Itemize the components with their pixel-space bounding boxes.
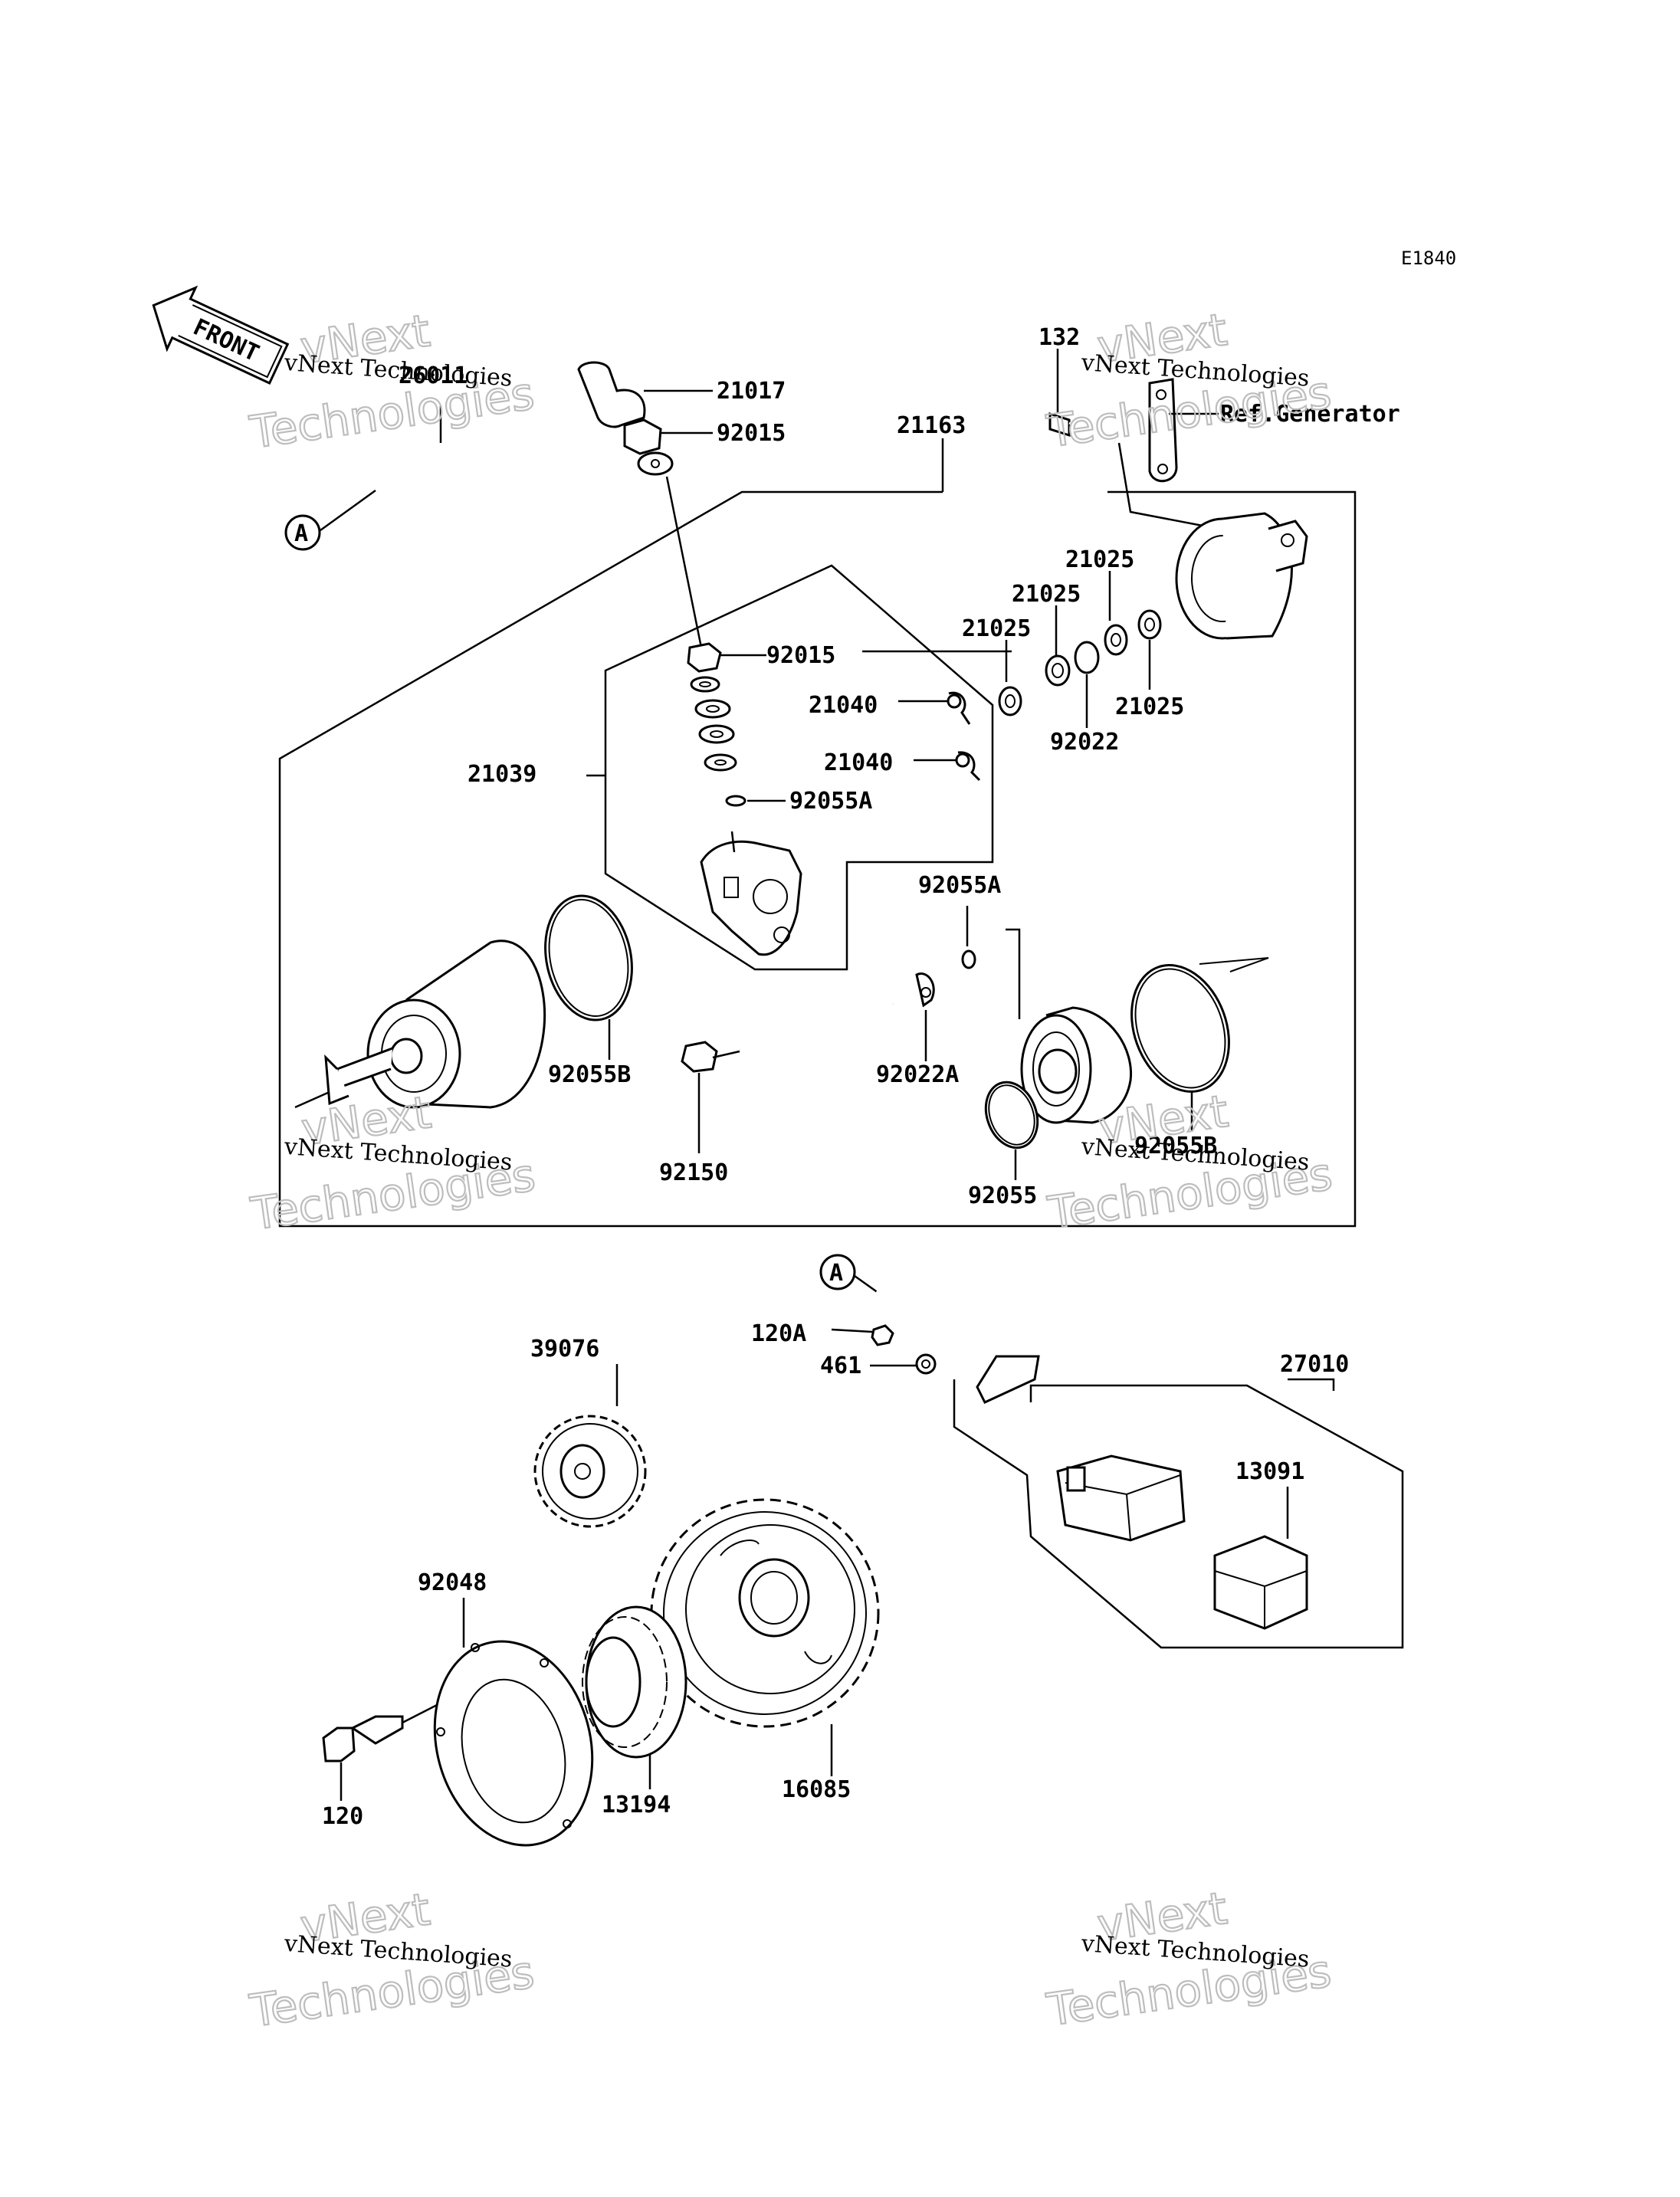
label-132: 132 — [1039, 324, 1080, 351]
oring-92055A-a — [725, 795, 786, 807]
starter-cable-26011 — [320, 406, 674, 532]
label-21025-b: 21025 — [962, 615, 1031, 642]
flange-92048 — [433, 1598, 594, 1847]
idle-gear-39076 — [533, 1364, 647, 1528]
label-92055B-a: 92055B — [548, 1061, 631, 1088]
label-16085: 16085 — [782, 1776, 851, 1803]
label-92055: 92055 — [968, 1182, 1037, 1209]
svg-text:A: A — [829, 1260, 843, 1287]
washer-21025-c — [1104, 571, 1128, 656]
washer-21025-b — [1045, 605, 1071, 687]
svg-text:A: A — [294, 520, 308, 547]
oring-92055A-b — [961, 906, 976, 969]
label-92055A-b: 92055A — [918, 872, 1001, 899]
diagram-code: E1840 — [1401, 248, 1456, 269]
generator-bracket — [1148, 378, 1219, 483]
through-bolt-92150 — [681, 1002, 894, 1153]
starter-motor-yoke — [294, 939, 546, 1109]
washer-92022 — [1074, 641, 1100, 728]
rear-end-cover — [1175, 512, 1308, 640]
label-21040-b: 21040 — [824, 749, 893, 776]
oring-92055 — [984, 1080, 1039, 1180]
front-arrow-icon: FRONT — [152, 285, 290, 385]
bolt-132 — [1048, 349, 1116, 442]
nut-92015-top — [623, 418, 713, 455]
label-13194: 13194 — [602, 1792, 671, 1818]
terminal-cap-21017 — [577, 361, 713, 428]
label-21163: 21163 — [897, 412, 966, 439]
label-21040-a: 21040 — [809, 692, 878, 719]
connector-a-bottom: A — [819, 1254, 856, 1290]
oring-92055B-b — [1130, 957, 1269, 1130]
connector-a-top: A — [284, 514, 321, 551]
washer-92022A — [915, 972, 935, 1061]
label-ref-generator: Ref.Generator — [1220, 401, 1400, 428]
label-13091: 13091 — [1235, 1458, 1304, 1485]
brush-holder-plate — [700, 831, 802, 956]
label-21017: 21017 — [717, 378, 786, 405]
label-21039: 21039 — [468, 761, 536, 788]
label-92022: 92022 — [1050, 729, 1119, 756]
washer-stack — [690, 676, 737, 772]
washer-21025-d — [1137, 609, 1162, 690]
label-92150: 92150 — [659, 1159, 728, 1186]
label-21025-d: 21025 — [1065, 546, 1134, 573]
brush-21040-b — [914, 751, 981, 782]
label-92015: 92015 — [766, 642, 835, 669]
washer-21025-a — [998, 640, 1022, 716]
label-39076: 39076 — [530, 1336, 599, 1362]
cable-lead-line — [665, 476, 703, 648]
label-120A: 120A — [751, 1320, 806, 1347]
label-120: 120 — [322, 1803, 363, 1830]
label-21025-c: 21025 — [1012, 581, 1081, 608]
label-92055B-b: 92055B — [1134, 1133, 1217, 1159]
label-27010: 27010 — [1280, 1351, 1349, 1378]
brush-21040-a — [898, 691, 971, 725]
starter-relay-outline — [953, 1378, 1404, 1649]
starter-assembly-outline — [278, 438, 1357, 1228]
washer-461 — [870, 1353, 937, 1375]
relay-cover-13091 — [1213, 1487, 1308, 1630]
front-bracket-housing — [1006, 928, 1133, 1124]
label-461: 461 — [820, 1353, 861, 1379]
label-92022A: 92022A — [876, 1061, 959, 1088]
starter-clutch-gear-16085 — [650, 1498, 880, 1776]
label-92015-top: 92015 — [717, 420, 786, 447]
nut-92015 — [687, 642, 766, 673]
label-26011: 26011 — [399, 362, 468, 389]
screw-120A — [831, 1324, 894, 1346]
one-way-clutch-13194 — [582, 1605, 687, 1789]
relay-cable — [854, 1274, 1040, 1404]
label-92055A-a: 92055A — [789, 788, 872, 815]
bolt-120 — [322, 1703, 438, 1801]
oring-92055B-a — [544, 894, 633, 1060]
label-92048: 92048 — [418, 1569, 487, 1596]
starter-relay — [1056, 1454, 1186, 1542]
label-21025-a: 21025 — [1115, 694, 1184, 720]
brush-holder-outline — [586, 564, 994, 971]
